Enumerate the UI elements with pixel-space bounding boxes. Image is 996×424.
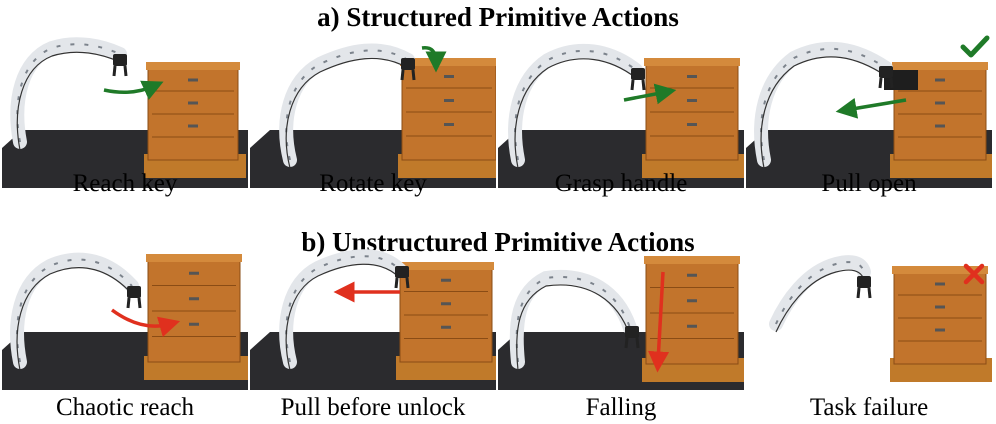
cabinet-top (892, 62, 988, 70)
robot-arm (10, 37, 127, 149)
caption-reach-key: Reach key (72, 170, 178, 197)
drawer-handle (444, 75, 454, 78)
robot-arm-joints (515, 276, 631, 363)
gripper-finger (137, 297, 142, 309)
cabinet-top (146, 62, 240, 70)
drawer-handle (687, 299, 697, 303)
gripper-finger (630, 79, 635, 91)
drawer-handle (441, 278, 451, 282)
caption-pull-open: Pull open (821, 170, 917, 197)
cabinet-top (398, 262, 494, 270)
panel-pull-before-unlock (250, 232, 496, 390)
drawer-handle (441, 325, 451, 329)
robot-arm-joints (285, 49, 409, 161)
motion-arrow (623, 83, 677, 105)
drawer-handle (935, 305, 945, 309)
robot-arm-joints (760, 47, 887, 161)
gripper-finger (867, 287, 872, 299)
robot-gripper (857, 276, 871, 288)
robot-cable (775, 269, 865, 333)
caption-rotate-key: Rotate key (319, 170, 427, 197)
robot-gripper (631, 68, 645, 80)
robot-gripper (401, 58, 415, 70)
panel-pull-open (746, 30, 992, 188)
drawer-handle (444, 99, 454, 102)
drawer-handle (935, 124, 945, 128)
gripper-finger (405, 277, 410, 289)
robot-cable (16, 51, 121, 151)
drawer-handle (687, 324, 697, 328)
robot-arm (769, 255, 871, 331)
panel-reach-key (2, 30, 248, 188)
drawer-handle (935, 78, 945, 82)
robot-arm-joints (16, 43, 121, 143)
gripper-finger (400, 69, 405, 81)
panel-chaotic-reach (2, 232, 248, 390)
gripper-finger (394, 277, 399, 289)
robot-cable (285, 263, 401, 371)
drawer-handle (188, 124, 198, 128)
cabinet-top (644, 58, 740, 66)
gripper-finger (889, 77, 894, 89)
drawer-handle (444, 123, 454, 126)
panel-falling (498, 232, 744, 390)
drawer-handle (188, 78, 198, 82)
robot-cable (760, 56, 887, 169)
gripper-finger (878, 77, 883, 89)
motion-arrow (421, 46, 447, 73)
motion-arrow (648, 271, 670, 373)
robot-arm-joints (775, 261, 865, 325)
drawer-handle (687, 75, 697, 78)
panel-grasp-handle (498, 30, 744, 188)
caption-chaotic-reach: Chaotic reach (55, 394, 195, 421)
gripper-finger (641, 79, 646, 91)
robot-cable (285, 57, 409, 169)
drawer-handle (189, 322, 199, 326)
cabinet-top (146, 254, 242, 262)
motion-arrow (110, 308, 181, 337)
gripper-finger (112, 65, 117, 77)
caption-grasp-handle: Grasp handle (554, 170, 688, 197)
caption-task-failure: Task failure (809, 394, 929, 421)
robot-cable (516, 284, 631, 371)
motion-arrow (835, 97, 907, 119)
panel-task-failure (746, 232, 992, 390)
drawer-handle (935, 101, 945, 105)
cabinet-top (892, 266, 988, 274)
gripper-finger (856, 287, 861, 299)
drawer-handle (188, 101, 198, 105)
drawer-handle (441, 302, 451, 306)
motion-arrow (103, 80, 164, 100)
drawer-handle (935, 282, 945, 286)
drawer-handle (189, 271, 199, 275)
robot-gripper (879, 66, 893, 78)
drawer-handle (189, 297, 199, 301)
robot-gripper (113, 54, 127, 66)
cross-icon (963, 263, 985, 285)
drawer-handle (687, 99, 697, 102)
checkmark-icon (960, 35, 990, 58)
gripper-finger (635, 337, 640, 349)
cabinet-top (644, 256, 740, 264)
section-title-structured: a) Structured Primitive Actions (317, 2, 679, 32)
drawer-handle (687, 273, 697, 277)
drawer-handle (687, 123, 697, 126)
panel-rotate-key (250, 30, 496, 188)
robot-cable (514, 58, 637, 169)
gripper-finger (411, 69, 416, 81)
robot-gripper (127, 286, 141, 298)
drawer-handle (935, 328, 945, 332)
gripper-finger (624, 337, 629, 349)
caption-falling: Falling (585, 394, 657, 421)
gripper-finger (126, 297, 131, 309)
caption-pull-before-unlock: Pull before unlock (280, 394, 466, 421)
robot-cable (16, 267, 133, 371)
robot-arm-joints (16, 258, 133, 363)
robot-gripper (395, 266, 409, 278)
gripper-finger (123, 65, 128, 77)
cabinet-top (400, 58, 496, 66)
robot-gripper (625, 326, 639, 338)
